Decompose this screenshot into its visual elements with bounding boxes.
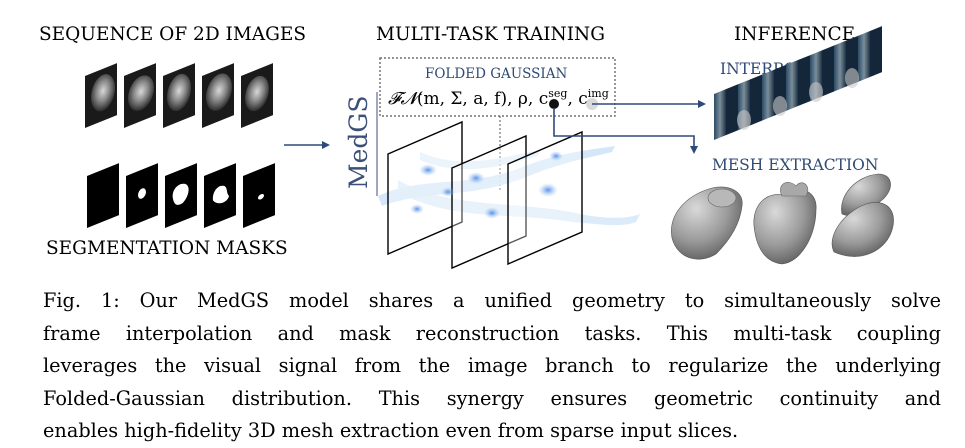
svg-text:𝓕𝓝(m, Σ, a, f), ρ, cseg, cim: 𝓕𝓝(m, Σ, a, f), ρ, cseg, cimg: [388, 87, 609, 109]
figure-caption: Fig. 1: Our MedGS model shares a unified…: [43, 285, 941, 448]
input-arrow: [284, 141, 330, 149]
formula-seg: seg: [548, 87, 567, 100]
mask-stack: [87, 163, 275, 228]
folded-gaussian-title: FOLDED GAUSSIAN: [425, 66, 567, 82]
inference-header: INFERENCE: [734, 24, 856, 45]
mask-slice-3: [165, 163, 197, 228]
caption-line: leverages the visual signal from the ima…: [43, 354, 941, 377]
plane-1: [387, 120, 463, 256]
folded-gaussian-box: [379, 57, 616, 117]
formula-args: (m, Σ, a, f), ρ, c: [417, 89, 548, 109]
formula-img: img: [588, 87, 609, 100]
mesh-1: [671, 186, 743, 260]
interpolation-stack: [714, 26, 882, 140]
plane-3: [507, 130, 583, 266]
seg-color-dot: [549, 99, 559, 109]
segmentation-header: SEGMENTATION MASKS: [46, 238, 288, 259]
ct-image-stack: [85, 63, 273, 128]
training-header: MULTI-TASK TRAINING: [376, 24, 606, 45]
ct-slice-1: [85, 63, 117, 128]
caption-line: Fig. 1: Our MedGS model shares a unified…: [43, 289, 941, 312]
caption-line: enables high-fidelity 3D mesh extraction…: [43, 419, 739, 442]
caption-line: Folded-Gaussian distribution. This syner…: [43, 386, 941, 410]
caption-line: frame interpolation and mask reconstruct…: [43, 321, 941, 345]
interpolation-arrow: [592, 100, 706, 108]
mask-slice-5: [243, 163, 275, 228]
mesh-2: [753, 182, 817, 265]
formula-fn: 𝓕𝓝: [388, 89, 423, 109]
mesh-shapes: [671, 173, 894, 265]
mesh-arrow: [553, 108, 698, 154]
mask-slice-1: [87, 163, 119, 228]
figure-graphics: MedGS FOLDED GAUSSIAN 𝓕𝓝(m, Σ, a, f), ρ,…: [85, 26, 894, 270]
folded-gaussian-formula: 𝓕𝓝(m, Σ, a, f), ρ, cseg, cimg: [388, 87, 609, 110]
mesh-3: [831, 173, 894, 257]
formula-comma: , c: [567, 89, 587, 109]
sequence-header: SEQUENCE OF 2D IMAGES: [39, 24, 307, 45]
gaussian-planes: [378, 120, 640, 270]
ct-slice-3: [163, 63, 195, 128]
mask-slice-2: [126, 163, 158, 228]
medgs-label: MedGS: [344, 96, 373, 190]
ct-slice-5: [241, 63, 273, 128]
mask-slice-4: [204, 163, 236, 228]
ct-slice-4: [202, 63, 234, 128]
mesh-extraction-label: MESH EXTRACTION: [712, 156, 878, 174]
ct-slice-2: [124, 63, 156, 128]
